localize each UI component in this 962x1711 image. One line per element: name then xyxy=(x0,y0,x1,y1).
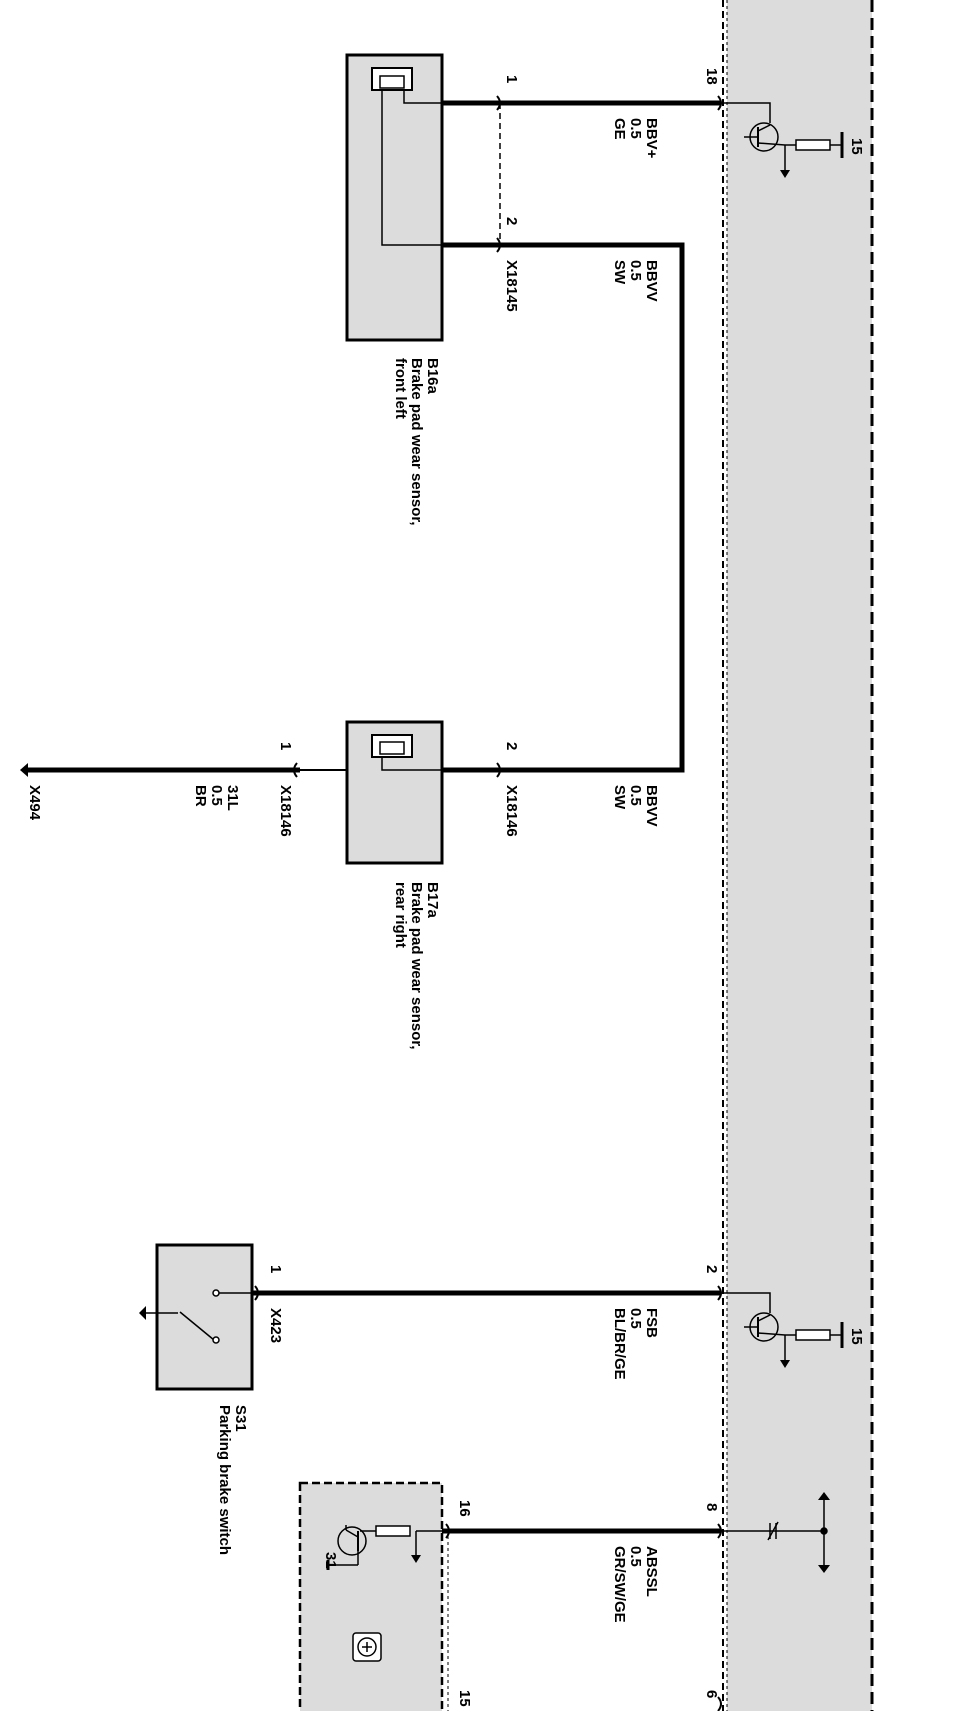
transistor-circuit-lower xyxy=(326,1525,442,1662)
connector-x18146-pin1: X18146 xyxy=(277,785,294,837)
terminal-15-top: 15 xyxy=(848,138,865,155)
pin-b16a-2: 2 xyxy=(503,217,520,226)
terminal-15-mid: 15 xyxy=(848,1328,865,1345)
wires xyxy=(28,100,720,1534)
switch-s31 xyxy=(139,1243,254,1391)
wire-bbvv xyxy=(442,242,685,773)
input-circuit-abssl xyxy=(724,1492,830,1573)
pin-b16a-1: 1 xyxy=(503,75,520,84)
ground-x494-symbol xyxy=(20,763,28,777)
terminal-31: 31 xyxy=(322,1552,339,1569)
pin-module-8: 8 xyxy=(703,1503,720,1512)
pin-s31-1: 1 xyxy=(267,1265,284,1274)
component-label-b17a: B17a Brake pad wear sensor, rear right xyxy=(392,882,441,1050)
control-module xyxy=(722,0,874,1711)
module-box-lower xyxy=(298,1481,449,1711)
pin-module-2: 2 xyxy=(703,1265,720,1274)
pin-b17a-1: 1 xyxy=(277,742,294,751)
component-label-b16a: B16a Brake pad wear sensor, front left xyxy=(392,358,441,526)
sensor-b16a xyxy=(345,53,444,342)
pin-module-6: 6 xyxy=(703,1690,720,1699)
ground-x494: X494 xyxy=(26,785,43,821)
pin-box-15: 15 xyxy=(456,1690,473,1707)
sensor-b17a xyxy=(345,720,444,865)
transistor-circuit-top xyxy=(724,102,844,178)
pin-module-18: 18 xyxy=(703,68,720,85)
component-label-s31: S31 Parking brake switch xyxy=(216,1405,249,1556)
pin-box-16: 16 xyxy=(456,1500,473,1517)
pin-b17a-2: 2 xyxy=(503,742,520,751)
connector-x18146-pin2: X18146 xyxy=(503,785,520,837)
connector-x423: X423 xyxy=(267,1308,284,1344)
connector-x18145: X18145 xyxy=(503,260,520,312)
transistor-circuit-mid xyxy=(724,1292,844,1368)
connector-arcs xyxy=(254,95,722,1711)
